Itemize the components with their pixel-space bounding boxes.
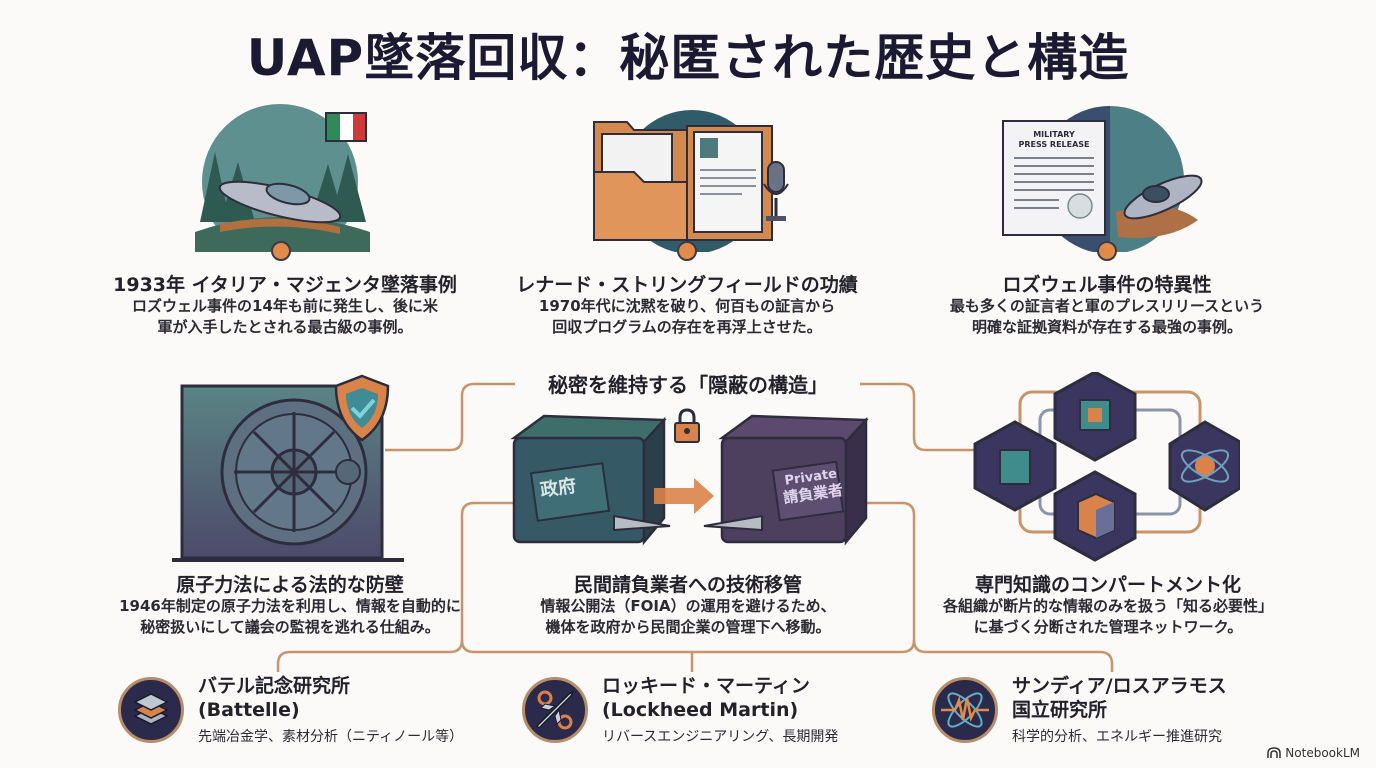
org-battelle: バテル記念研究所 (Battelle) 先端冶金学、素材分析（ニティノール等）	[118, 674, 463, 746]
desc-line: 秘密扱いにして議会の監視を逃れる仕組み。	[140, 618, 440, 636]
org-name-line2: 国立研究所	[1012, 699, 1108, 721]
container-label-government: 政府	[538, 475, 578, 502]
section-label: 秘密を維持する「隠蔽の構造」	[520, 369, 856, 398]
desc-line: 最も多くの証言者と軍のプレスリリースという	[949, 297, 1265, 315]
desc-line: 明確な証拠資料が存在する最強の事例。	[971, 318, 1242, 336]
desc-line: に基づく分断された管理ネットワーク。	[973, 618, 1243, 636]
connector-vault-to-label	[385, 382, 515, 452]
card-desc-compartment: 各組織が断片的な情報のみを扱う「知る必要性」 に基づく分断された管理ネットワーク…	[902, 596, 1314, 638]
desc-line: 情報公開法（FOIA）の運用を避けるため、	[540, 597, 836, 615]
document-heading: PRESS RELEASE	[1018, 140, 1090, 149]
card-title-atomic-act: 原子力法による法的な防壁	[176, 574, 404, 596]
org-name: ロッキード・マーティン	[602, 675, 810, 697]
roswell-illustration: MILITARY PRESS RELEASE	[998, 102, 1218, 254]
org-name-en: (Lockheed Martin)	[602, 699, 799, 721]
jet-gears-icon	[522, 677, 588, 743]
card-desc-transfer: 情報公開法（FOIA）の運用を避けるため、 機体を政府から民間企業の管理下へ移動…	[492, 596, 884, 638]
hex-network-illustration	[970, 370, 1242, 562]
transfer-illustration: 政府 Private 請負業者	[504, 408, 874, 548]
vault-icon	[172, 384, 404, 562]
card-title-italy: 1933年 イタリア・マジェンタ墜落事例	[113, 274, 457, 296]
card-desc-stringfield: 1970年代に沈黙を破り、何百もの証言から 回収プログラムの存在を再浮上させた。	[502, 296, 872, 338]
layered-material-icon	[118, 677, 184, 743]
brand-name: NotebookLM	[1285, 746, 1360, 760]
notebooklm-logo-icon	[1267, 747, 1282, 758]
org-name-en: (Battelle)	[198, 699, 300, 721]
microphone-icon	[763, 161, 789, 221]
org-desc: 先端冶金学、素材分析（ニティノール等）	[198, 729, 464, 745]
card-title-compartment: 専門知識のコンパートメント化	[974, 574, 1241, 596]
card-desc-italy: ロズウェル事件の14年も前に発生し、後に米 軍が入手したとされる最古級の事例。	[100, 296, 470, 338]
desc-line: 軍が入手したとされる最古級の事例。	[157, 318, 413, 336]
press-release-document: MILITARY PRESS RELEASE	[1002, 120, 1106, 236]
desc-line: 回収プログラムの存在を再浮上させた。	[552, 318, 822, 336]
card-title-transfer: 民間請負業者への技術移管	[573, 574, 802, 596]
org-name: サンディア/ロスアラモス	[1012, 675, 1227, 697]
connector-label-to-hex	[860, 382, 975, 452]
container-transfer-icon	[510, 414, 869, 546]
container-label-contractor: Private 請負業者	[780, 466, 844, 507]
desc-line: 1970年代に沈黙を破り、何百もの証言から	[538, 297, 836, 315]
connector-to-battelle	[276, 639, 464, 672]
card-title-stringfield: レナード・ストリングフィールドの功績	[516, 274, 858, 296]
document-heading: MILITARY	[1033, 130, 1075, 139]
desc-line: 1946年制定の原子力法を利用し、情報を自動的に	[119, 597, 461, 615]
vault-illustration	[172, 374, 404, 564]
card-desc-atomic-act: 1946年制定の原子力法を利用し、情報を自動的に 秘密扱いにして議会の監視を逃れ…	[80, 596, 500, 638]
org-desc: リバースエンジニアリング、長期開発	[602, 729, 839, 745]
italy-crash-illustration	[180, 102, 380, 260]
hexagon-network-icon	[973, 370, 1242, 562]
atom-wave-icon	[932, 677, 998, 743]
timeline-dot	[271, 241, 291, 261]
org-sandia-los-alamos: サンディア/ロスアラモス 国立研究所 科学的分析、エネルギー推進研究	[932, 674, 1227, 746]
timeline-dot	[677, 241, 697, 261]
stringfield-illustration	[592, 102, 792, 254]
case-file-folder-icon	[593, 110, 773, 254]
org-name: バテル記念研究所	[198, 675, 351, 697]
card-title-roswell: ロズウェル事件の特異性	[1002, 274, 1212, 296]
crashed-ufo-icon	[195, 104, 370, 260]
shield-check-icon	[334, 374, 390, 442]
document-lines-icon	[1014, 157, 1094, 219]
timeline-dot	[1097, 241, 1117, 261]
connector-to-sandia	[912, 639, 1114, 672]
brand-watermark: NotebookLM	[1267, 746, 1360, 760]
padlock-icon	[674, 408, 700, 443]
org-lockheed: ロッキード・マーティン (Lockheed Martin) リバースエンジニアリ…	[522, 674, 838, 746]
page-title: UAP墜落回収：秘匿された歴史と構造	[246, 29, 1130, 87]
org-desc: 科学的分析、エネルギー推進研究	[1012, 729, 1222, 745]
card-desc-roswell: 最も多くの証言者と軍のプレスリリースという 明確な証拠資料が存在する最強の事例。	[922, 296, 1292, 338]
desc-line: 機体を政府から民間企業の管理下へ移動。	[545, 618, 831, 636]
desc-line: 各組織が断片的な情報のみを扱う「知る必要性」	[942, 597, 1273, 615]
desc-line: ロズウェル事件の14年も前に発生し、後に米	[132, 297, 438, 315]
italy-flag-icon	[325, 112, 367, 142]
